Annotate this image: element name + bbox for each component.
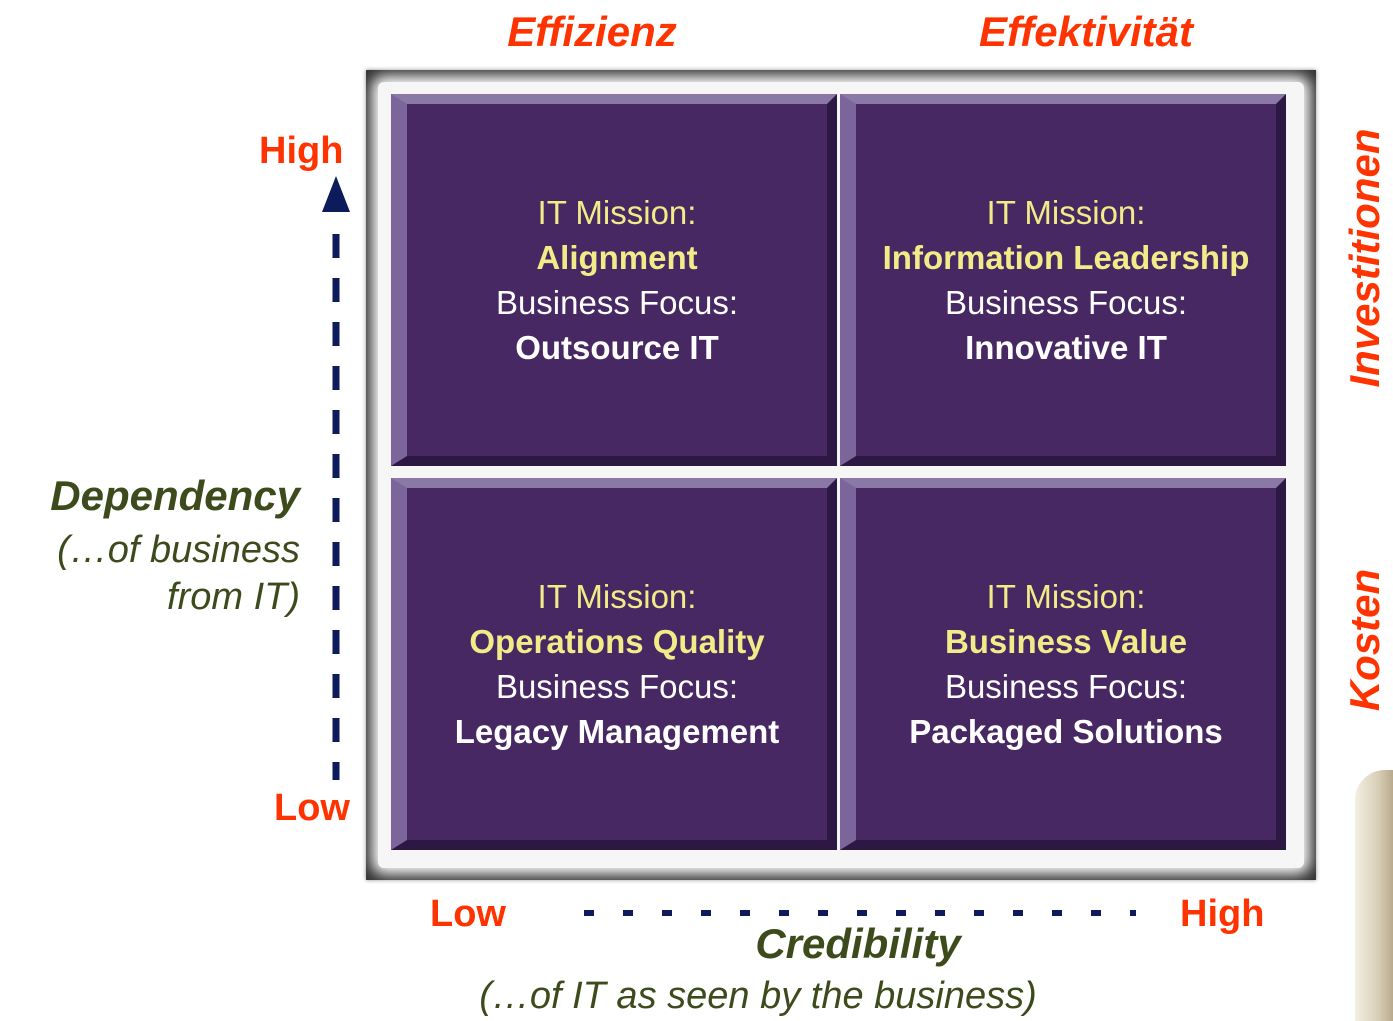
effizienz-label: Effizienz <box>507 8 677 55</box>
arrow-head-icon <box>322 176 350 212</box>
quadrant-top-right: IT Mission: Information Leadership Busin… <box>840 94 1286 466</box>
x-axis-low-label: Low <box>430 893 506 935</box>
y-axis-subtitle-line2: from IT) <box>167 576 300 618</box>
mission-label: IT Mission: <box>986 578 1146 615</box>
mission-value: Business Value <box>944 623 1188 660</box>
kosten-label: Kosten <box>1341 568 1388 712</box>
focus-value: Outsource IT <box>515 329 719 366</box>
background-photo-fragment <box>1355 770 1393 1021</box>
focus-value: Innovative IT <box>965 329 1167 366</box>
y-axis-arrow <box>322 176 350 780</box>
x-axis-high-label: High <box>1180 893 1265 935</box>
quadrant-bottom-right: IT Mission: Business Value Business Focu… <box>840 478 1286 850</box>
y-axis-high-label: High <box>259 130 344 172</box>
x-axis-subtitle: (…of IT as seen by the business) <box>479 975 1037 1017</box>
x-axis-title: Credibility <box>755 920 961 967</box>
y-axis-subtitle-line1: (…of business <box>57 529 300 571</box>
focus-label: Business Focus: <box>495 284 739 321</box>
x-axis-dashed-line <box>584 910 1136 916</box>
mission-value: Operations Quality <box>469 623 765 660</box>
focus-label: Business Focus: <box>944 284 1188 321</box>
effektivitaet-label: Effektivität <box>979 8 1193 55</box>
focus-value: Packaged Solutions <box>909 713 1223 750</box>
quadrant-bottom-left: IT Mission: Operations Quality Business … <box>391 478 837 850</box>
investitionen-label: Investitionen <box>1341 128 1388 388</box>
mission-label: IT Mission: <box>537 578 697 615</box>
quadrant-top-left: IT Mission: Alignment Business Focus: Ou… <box>391 94 837 466</box>
mission-label: IT Mission: <box>537 194 697 231</box>
y-axis-low-label: Low <box>274 787 350 829</box>
focus-label: Business Focus: <box>495 668 739 705</box>
mission-label: IT Mission: <box>986 194 1146 231</box>
focus-label: Business Focus: <box>944 668 1188 705</box>
mission-value: Information Leadership <box>882 239 1250 276</box>
mission-value: Alignment <box>536 239 698 276</box>
y-axis-title: Dependency <box>50 472 300 519</box>
focus-value: Legacy Management <box>454 713 780 750</box>
